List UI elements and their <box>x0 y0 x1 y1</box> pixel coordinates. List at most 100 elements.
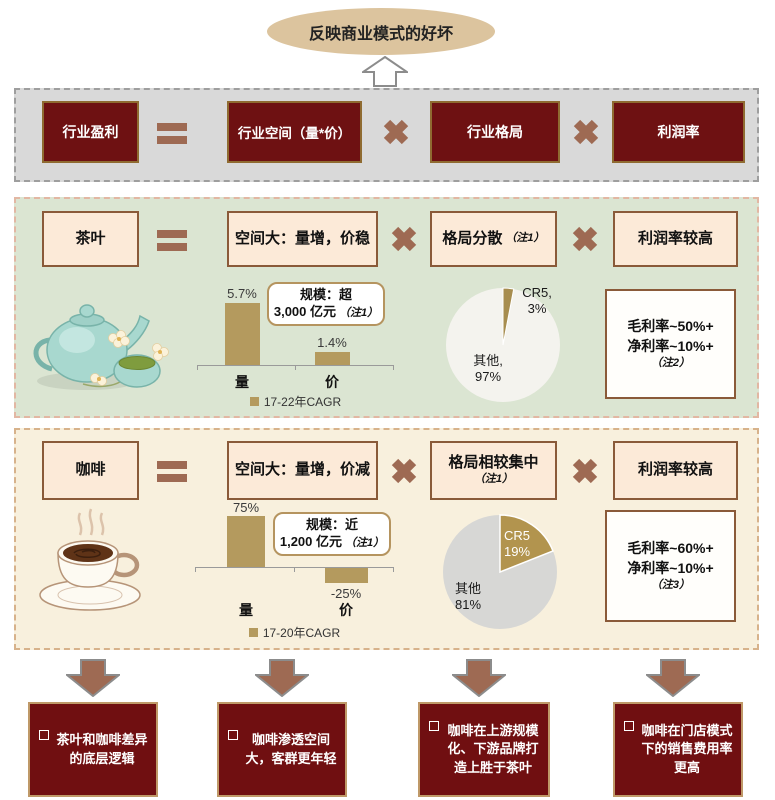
coffee-margin-note: （注3） <box>650 579 691 592</box>
tea-pie-other-label: 其他, 97% <box>458 353 518 384</box>
coffee-bar-value-price: -25% <box>330 586 362 601</box>
equals-icon <box>157 123 187 144</box>
tea-scale-value: 3,000 亿元 <box>273 304 337 319</box>
coffee-scale-line1: 规模：近 <box>305 517 358 533</box>
tea-structure-box: 格局分散 （注1） <box>430 211 557 267</box>
tea-pie-cr5-slice <box>502 287 515 346</box>
tea-pie-cr5-name: CR5, <box>522 285 552 300</box>
tea-scale-line2: 3,000 亿元（注1） <box>274 304 378 321</box>
tea-structure-note: （注1） <box>505 232 545 245</box>
tea-pie-other-name: 其他, <box>473 353 503 368</box>
industry-structure-label: 行业格局 <box>467 124 523 140</box>
bullet-square-icon <box>39 730 49 741</box>
multiply-icon <box>391 226 417 252</box>
conclusion-box-3: 咖啡在上游规模化、下游品牌打造上胜于茶叶 <box>418 702 550 797</box>
coffee-bar-cat-volume: 量 <box>239 602 253 618</box>
tea-legend-label: 17-22年CAGR <box>263 395 342 409</box>
tea-label: 茶叶 <box>75 229 106 247</box>
tea-bar-volume <box>225 303 260 365</box>
down-arrow-icon <box>255 659 309 697</box>
tea-bar-value-price: 1.4% <box>317 335 347 350</box>
coffee-margin-box: 利润率较高 <box>613 441 738 500</box>
tea-scale-callout: 规模：超 3,000 亿元（注1） <box>267 282 385 326</box>
coffee-structure-note: （注1） <box>473 473 514 485</box>
tea-structure-label: 格局分散 <box>442 229 503 247</box>
conclusion-text-2: 咖啡渗透空间大，客群更年轻 <box>219 727 345 771</box>
coffee-space-box: 空间大：量增，价减 <box>227 441 378 500</box>
axis-tick <box>295 365 296 370</box>
equals-icon <box>157 230 187 251</box>
down-arrow-icon <box>646 659 700 697</box>
coffee-structure-label: 格局相较集中 <box>448 454 539 472</box>
coffee-margin-label: 利润率较高 <box>637 461 713 479</box>
coffee-pie-other-label: 其他 81% <box>440 581 496 612</box>
axis-tick <box>393 365 394 370</box>
tea-gross-margin: 毛利率~50%+ <box>627 317 714 334</box>
bullet-square-icon <box>228 730 238 741</box>
bullet-square-icon <box>624 721 634 732</box>
coffee-space-label: 空间大：量增，价减 <box>234 461 370 479</box>
tea-space-label: 空间大：量增，价稳 <box>234 229 370 247</box>
tea-bar-value-volume: 5.7% <box>227 286 257 301</box>
tea-margin-detail-box: 毛利率~50%+ 净利率~10%+ （注2） <box>605 289 736 399</box>
bullet-square-icon <box>429 721 439 732</box>
tea-bar-legend: 17-22年CAGR <box>197 393 394 410</box>
tea-net-margin: 净利率~10%+ <box>627 338 714 355</box>
industry-space-box: 行业空间（量*价） <box>227 101 362 163</box>
conclusion-text-4: 咖啡在门店模式下的销售费用率更高 <box>615 718 741 781</box>
margin-box: 利润率 <box>612 101 745 163</box>
tea-bar-cat-price: 价 <box>325 374 339 390</box>
tea-scale-note: （注1） <box>339 307 379 319</box>
conclusion-bubble: 反映商业模式的好坏 <box>267 8 495 55</box>
coffee-pie-cr5-name: CR5 <box>503 528 530 543</box>
tea-pie-chart <box>445 287 561 403</box>
coffee-bar-value-volume: 75% <box>232 500 260 515</box>
conclusion-label-3: 咖啡在上游规模化、下游品牌打造上胜于茶叶 <box>447 723 539 775</box>
multiply-icon <box>572 226 598 252</box>
coffee-pie-cr5-slice <box>499 514 554 574</box>
coffee-cup-illustration <box>28 503 158 621</box>
conclusion-box-1: 茶叶和咖啡差异的底层逻辑 <box>28 702 158 797</box>
tea-bar-cat-volume: 量 <box>235 374 249 390</box>
coffee-pie-cr5-label: CR5 19% <box>492 528 542 559</box>
legend-swatch-icon <box>249 397 259 406</box>
tea-pie-cr5-value: 3% <box>527 300 547 316</box>
conclusion-text-3: 咖啡在上游规模化、下游品牌打造上胜于茶叶 <box>420 718 548 781</box>
coffee-bar-legend: 17-20年CAGR <box>195 624 394 641</box>
conclusion-label-1: 茶叶和咖啡差异的底层逻辑 <box>56 732 148 766</box>
coffee-legend-label: 17-20年CAGR <box>262 626 341 640</box>
up-arrow-icon <box>362 56 408 87</box>
multiply-icon <box>391 458 417 484</box>
down-arrow-icon <box>66 659 120 697</box>
coffee-gross-margin: 毛利率~60%+ <box>627 539 714 556</box>
industry-profit-label: 行业盈利 <box>62 124 119 140</box>
conclusion-text-1: 茶叶和咖啡差异的底层逻辑 <box>30 727 156 771</box>
coffee-pie-other-name: 其他 <box>454 581 481 596</box>
coffee-label: 咖啡 <box>75 461 106 479</box>
teapot-illustration <box>25 278 170 403</box>
coffee-bar-volume <box>227 516 265 567</box>
tea-bar-price <box>315 352 350 365</box>
coffee-bar-price <box>325 568 368 583</box>
equals-icon <box>157 461 187 482</box>
legend-swatch-icon <box>248 628 258 637</box>
coffee-label-box: 咖啡 <box>42 441 139 500</box>
industry-structure-box: 行业格局 <box>430 101 560 163</box>
tea-margin-note: （注2） <box>650 357 691 370</box>
tea-space-box: 空间大：量增，价稳 <box>227 211 378 267</box>
multiply-icon <box>573 119 599 145</box>
coffee-scale-value: 1,200 亿元 <box>279 534 343 549</box>
coffee-pie-other-value: 81% <box>454 596 482 612</box>
conclusion-box-2: 咖啡渗透空间大，客群更年轻 <box>217 702 347 797</box>
tea-scale-line1: 规模：超 <box>299 287 352 303</box>
axis-tick <box>197 365 198 370</box>
axis-tick <box>393 567 394 572</box>
coffee-bar-cat-price: 价 <box>339 602 353 618</box>
coffee-net-margin: 净利率~10%+ <box>627 560 714 577</box>
down-arrow-icon <box>452 659 506 697</box>
coffee-pie-cr5-value: 19% <box>503 543 531 559</box>
conclusion-label-2: 咖啡渗透空间大，客群更年轻 <box>245 732 337 766</box>
industry-space-label: 行业空间（量*价） <box>237 126 352 141</box>
coffee-margin-detail-box: 毛利率~60%+ 净利率~10%+ （注3） <box>605 510 736 622</box>
